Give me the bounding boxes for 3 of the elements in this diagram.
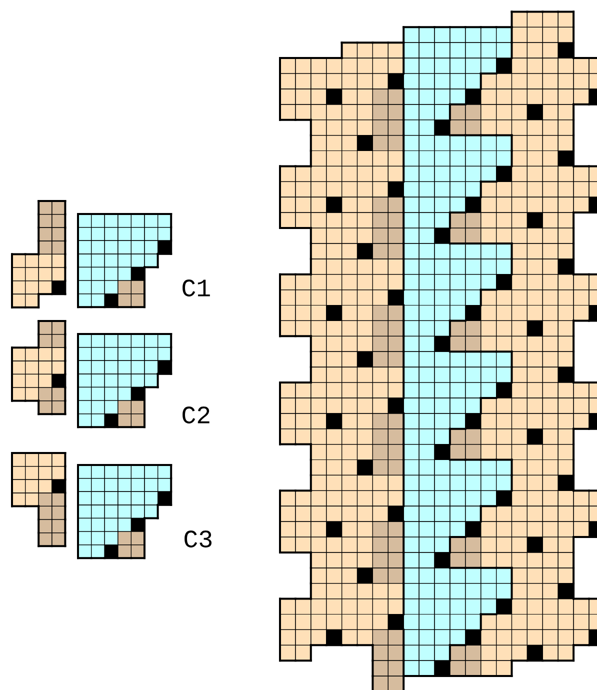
tile-label: C2 (182, 406, 210, 424)
tile-label: C1 (182, 280, 210, 296)
tile-label: C3 (184, 530, 212, 548)
